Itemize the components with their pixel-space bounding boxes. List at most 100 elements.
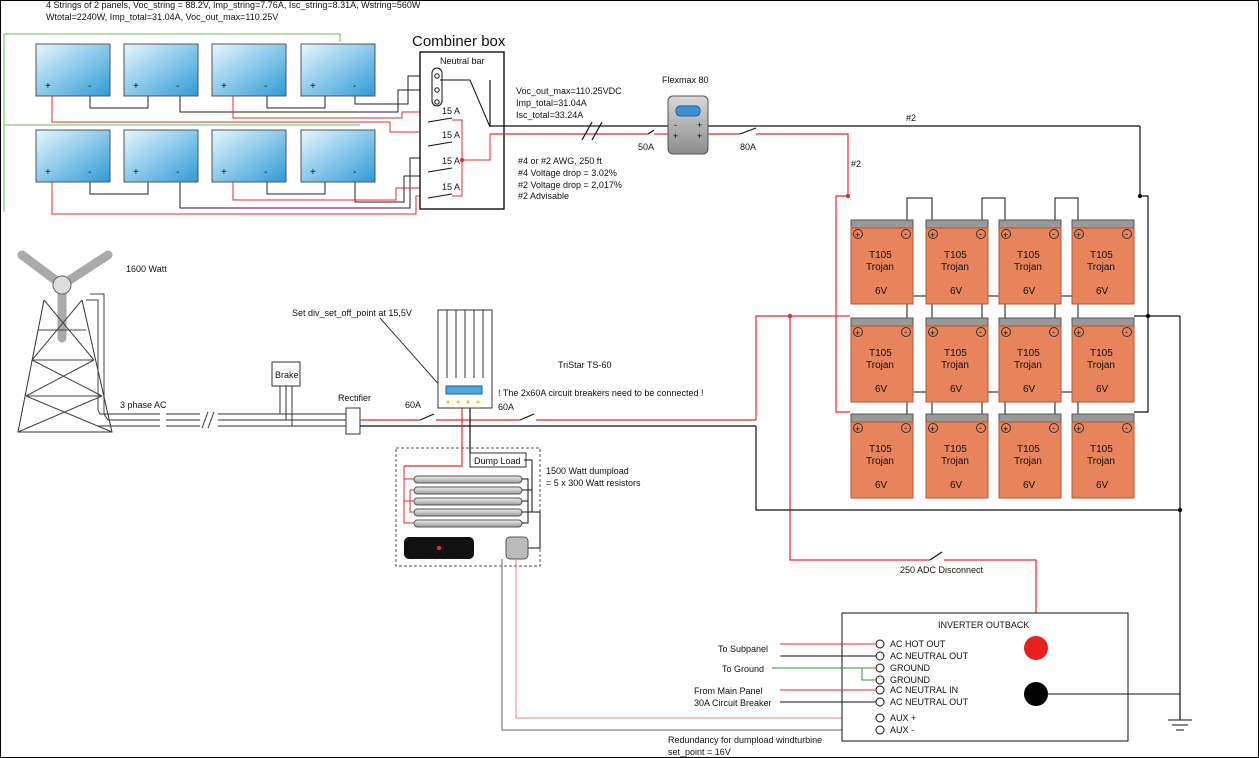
breaker-80a: 80A xyxy=(740,142,756,152)
wind-ac-label: 3 phase AC xyxy=(120,400,167,410)
battery-voltage: 6V xyxy=(1023,286,1036,297)
battery-model: T105 xyxy=(944,250,967,261)
rectifier-box xyxy=(345,407,361,435)
array-info-imp: Imp_total=31.04A xyxy=(516,98,587,108)
inverter-feed-wires xyxy=(772,643,876,703)
battery-voltage: 6V xyxy=(1096,480,1109,491)
battery-pos-symbol: + xyxy=(855,328,860,338)
wire-info-drop4: #4 Voltage drop = 3.02% xyxy=(518,168,617,178)
battery-brand: Trojan xyxy=(866,456,894,467)
inverter-terminal-label: GROUND xyxy=(890,663,930,673)
battery-voltage: 6V xyxy=(950,480,963,491)
fuse-label-2: 15 A xyxy=(442,130,460,140)
battery-pos-symbol: + xyxy=(1003,230,1008,240)
label-from-main-panel: From Main Panel xyxy=(694,686,763,696)
pv-plus-label: + xyxy=(133,81,139,92)
flexmax-plus: + xyxy=(673,131,678,141)
breaker-50a: 50A xyxy=(638,142,654,152)
header-line-2: Wtotal=2240W, Imp_total=31.04A, Voc_out_… xyxy=(46,12,278,22)
battery-neg-symbol: - xyxy=(1052,327,1055,337)
label-to-ground: To Ground xyxy=(722,664,764,674)
battery-brand: Trojan xyxy=(866,360,894,371)
pv-panel: +- xyxy=(123,129,199,183)
battery-bus xyxy=(755,195,1181,720)
battery-neg-symbol: - xyxy=(1125,423,1128,433)
inverter-terminal-label: AC NEUTRAL OUT xyxy=(890,697,969,707)
battery-neg-symbol: - xyxy=(979,327,982,337)
battery-brand: Trojan xyxy=(1014,456,1042,467)
battery-pos-symbol: + xyxy=(1076,230,1081,240)
pv-minus-label: - xyxy=(88,167,91,178)
fuse-switches xyxy=(427,117,453,199)
dumpload-label: Dump Load xyxy=(474,456,521,466)
flexmax-minus: - xyxy=(674,120,677,130)
inverter-terminal-label: AC HOT OUT xyxy=(890,639,946,649)
fuse-label-3: 15 A xyxy=(442,156,460,166)
battery-neg-symbol: - xyxy=(904,423,907,433)
inverter-terminal xyxy=(875,685,885,695)
battery-bank: +-T105Trojan6V+-T105Trojan6V+-T105Trojan… xyxy=(850,197,1135,499)
dump-load: Dump Load 1500 Watt dumpload = 5 x 300 W… xyxy=(395,447,641,567)
pv-plus-label: + xyxy=(310,167,316,178)
wind-breaker-1: 60A xyxy=(405,400,421,410)
inverter-terminal-label: AUX - xyxy=(890,725,914,735)
brake-label: Brake xyxy=(275,370,299,380)
battery-brand: Trojan xyxy=(1087,262,1115,273)
battery-brand: Trojan xyxy=(941,262,969,273)
battery-model: T105 xyxy=(1017,250,1040,261)
battery-model: T105 xyxy=(944,348,967,359)
battery-series-links xyxy=(906,295,1079,318)
pv-plus-label: + xyxy=(133,167,139,178)
battery-series-links xyxy=(906,197,1079,220)
redundancy-line-2: set_point = 16V xyxy=(668,747,731,757)
pv-panel: +- xyxy=(211,43,287,97)
pv-panel: +- xyxy=(35,43,111,97)
pv-panel: +- xyxy=(123,43,199,97)
battery-pos-symbol: + xyxy=(930,328,935,338)
battery-model: T105 xyxy=(869,250,892,261)
battery-neg-symbol: - xyxy=(1125,229,1128,239)
three-phase-lines xyxy=(97,386,346,429)
fuse-label-4: 15 A xyxy=(442,182,460,192)
redundancy-line-1: Redundancy for dumpload windturbine xyxy=(668,735,822,745)
battery-brand: Trojan xyxy=(1087,456,1115,467)
array-info-voc: Voc_out_max=110.25VDC xyxy=(516,86,622,96)
battery-pos-symbol: + xyxy=(1003,424,1008,434)
inverter-terminal xyxy=(875,697,885,707)
resistor xyxy=(413,519,523,528)
pv-wiring xyxy=(51,75,420,215)
battery-pos-symbol: + xyxy=(1076,328,1081,338)
inverter-terminal-label: AC NEUTRAL IN xyxy=(890,685,958,695)
pv-plus-label: + xyxy=(221,167,227,178)
pv-plus-label: + xyxy=(221,81,227,92)
wire-gauge-side: #2 xyxy=(851,159,861,169)
battery-brand: Trojan xyxy=(941,360,969,371)
disconnect-label: 250 ADC Disconnect xyxy=(900,565,984,575)
battery-brand: Trojan xyxy=(941,456,969,467)
inverter-terminal xyxy=(875,639,885,649)
ground-symbol xyxy=(1168,719,1192,731)
brake-box xyxy=(271,361,301,387)
dumpload-desc-1: 1500 Watt dumpload xyxy=(546,466,629,476)
battery-series-links xyxy=(906,391,1079,414)
pv-feed-wires xyxy=(489,80,1141,196)
battery-voltage: 6V xyxy=(875,480,888,491)
battery-model: T105 xyxy=(1017,444,1040,455)
pv-panel: +- xyxy=(35,129,111,183)
inverter-terminal xyxy=(875,725,885,735)
battery-voltage: 6V xyxy=(1096,384,1109,395)
battery-pos-symbol: + xyxy=(855,424,860,434)
aux-wires xyxy=(501,559,876,731)
neutral-bar-label: Neutral bar xyxy=(440,56,485,66)
inverter-terminal-label: AUX + xyxy=(890,713,916,723)
setpoint-label: Set div_set_off_point at 15,5V xyxy=(292,308,412,318)
